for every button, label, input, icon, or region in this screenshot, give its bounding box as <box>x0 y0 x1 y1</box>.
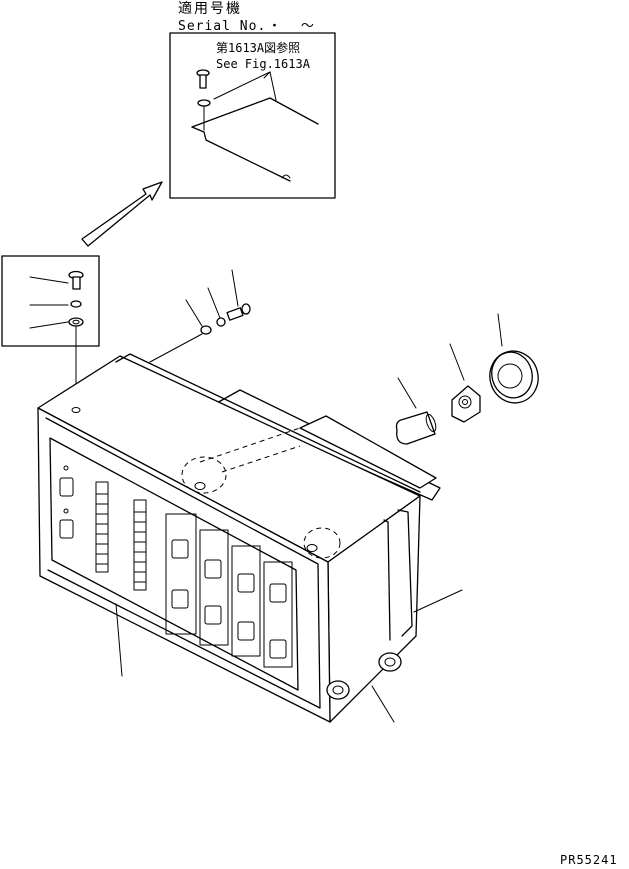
flat-washer-icon <box>68 317 84 327</box>
bulb-icon <box>395 411 437 445</box>
serial-number-label: Serial No. <box>178 19 266 34</box>
bolt-screw-icon <box>226 303 251 321</box>
washer-icon <box>197 99 211 107</box>
fastener-detail-box <box>1 255 100 347</box>
reference-inset-box: 第1613A図参照 See Fig.1613A <box>169 32 336 199</box>
serial-number-value: ・ ～ <box>268 19 320 34</box>
reference-arrow <box>81 181 163 247</box>
drawing-code: PR55241 <box>560 853 618 867</box>
spring-washer-icon <box>216 317 226 327</box>
bar-gauge-right <box>133 499 147 591</box>
screw-icon <box>196 69 210 89</box>
figure-reference-en: See Fig.1613A <box>216 57 311 71</box>
connector-left-icon <box>326 680 350 700</box>
monitor-panel <box>37 353 441 723</box>
bar-gauge-left <box>95 481 109 573</box>
lock-washer-icon <box>70 300 82 308</box>
bulb-socket-icon <box>451 385 481 423</box>
washer-small-icon <box>200 325 212 335</box>
grommet-icon <box>489 350 539 404</box>
bolt-icon <box>68 270 84 290</box>
figure-reference-jp: 第1613A図参照 <box>216 40 300 55</box>
connector-right-icon <box>378 652 402 672</box>
applicable-machine-label: 適用号機 <box>178 0 242 17</box>
